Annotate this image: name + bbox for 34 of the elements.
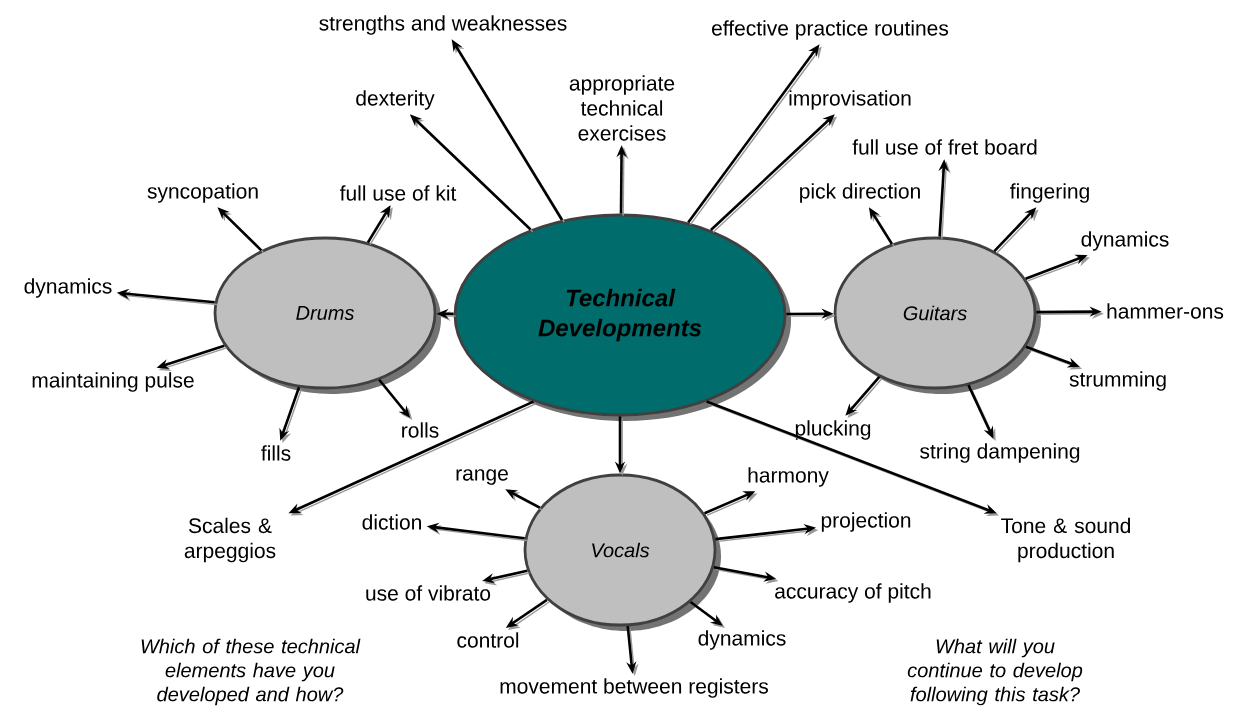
topic-label: string dampening: [920, 443, 1080, 463]
topic-label: fingering: [1010, 183, 1089, 203]
topic-label: accuracy of pitch: [775, 583, 931, 603]
topic-label: appropriate technical exercises: [569, 75, 675, 141]
topic-label: dynamics: [24, 278, 112, 298]
question-text: Which of these technical elements have you developed and how?: [141, 638, 361, 706]
topic-label: strengths and weaknesses: [319, 15, 567, 35]
topic-label: harmony: [748, 467, 829, 487]
topic-label: diction: [362, 514, 421, 530]
topic-label: pick direction: [800, 183, 920, 203]
topic-label: projection: [821, 512, 911, 532]
topic-label: plucking: [795, 420, 871, 440]
topic-label: strumming: [1069, 371, 1166, 391]
topic-label: rolls: [402, 422, 439, 438]
question-text: What will you continue to develop following this task?: [907, 638, 1083, 706]
topic-label: dynamics: [698, 630, 786, 650]
topic-label: Scales & arpeggios: [184, 517, 276, 563]
topic-label: maintaining pulse: [32, 372, 194, 392]
topic-label: syncopation: [147, 183, 258, 203]
topic-label: Tone & sound production: [1001, 517, 1130, 563]
arrow: [689, 601, 725, 628]
topic-label: full use of fret board: [852, 139, 1037, 155]
topic-label: improvisation: [789, 90, 911, 110]
topic-label: hammer-ons: [1107, 303, 1224, 319]
topic-label: range: [456, 469, 508, 485]
topic-label: effective practice routines: [712, 20, 949, 40]
topic-label: movement between registers: [500, 678, 768, 698]
topic-label: use of vibrato: [366, 585, 491, 601]
topic-label: fills: [261, 445, 291, 461]
arrow: [967, 384, 996, 441]
topic-label: control: [457, 632, 519, 648]
topic-label: dynamics: [1081, 231, 1169, 251]
topic-label: full use of kit: [339, 185, 457, 201]
topic-label: dexterity: [356, 90, 435, 110]
